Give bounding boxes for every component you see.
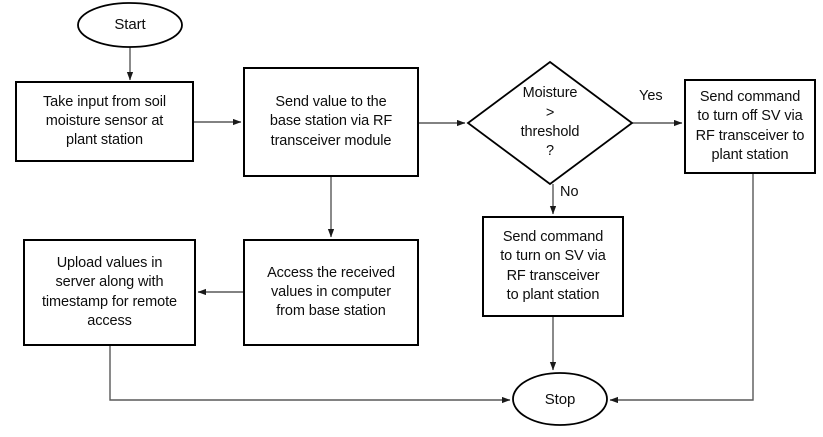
node-turn-off-sv — [684, 79, 816, 174]
node-stop — [512, 372, 608, 426]
node-start — [77, 2, 183, 48]
edge-label-no: No — [560, 184, 579, 200]
node-send-value — [243, 67, 419, 177]
edge-label-yes: Yes — [639, 88, 663, 104]
node-take-input — [15, 81, 194, 162]
node-access-values — [243, 239, 419, 346]
node-moisture-decision — [466, 60, 634, 186]
node-turn-on-sv — [482, 216, 624, 317]
node-upload-values — [23, 239, 196, 346]
edge-upload-to-stop — [109, 345, 511, 404]
edge-turn-off-to-stop — [609, 173, 754, 404]
